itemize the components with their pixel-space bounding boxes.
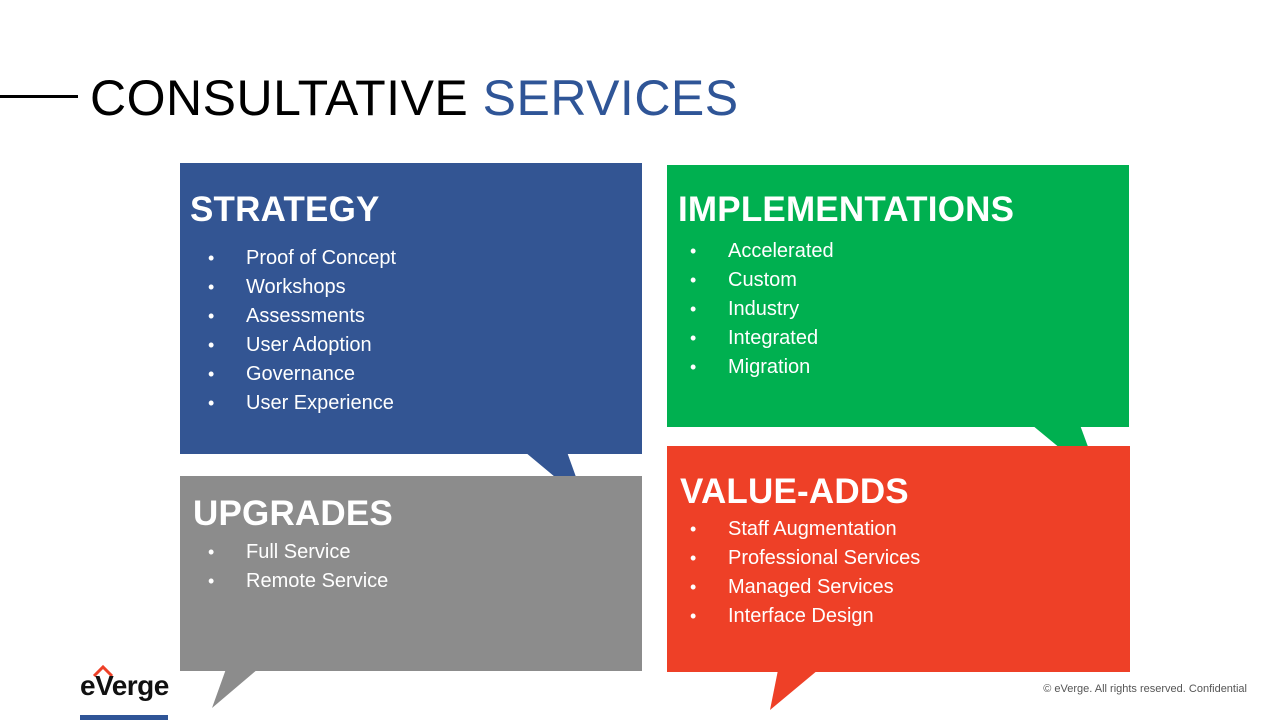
- page-title: CONSULTATIVE SERVICES: [90, 68, 739, 128]
- logo-underline: [80, 715, 168, 720]
- title-part-consultative: CONSULTATIVE: [90, 70, 469, 126]
- list-item: Proof of Concept: [208, 244, 396, 273]
- list-item: Remote Service: [208, 567, 388, 596]
- upgrades-bubble-tail: [212, 669, 258, 708]
- company-logo: eVerge: [80, 664, 176, 720]
- upgrades-list: Full Service Remote Service: [208, 538, 388, 596]
- logo-chevron-icon: [92, 664, 114, 678]
- copyright-footer: © eVerge. All rights reserved. Confident…: [1043, 683, 1247, 695]
- implementations-heading: IMPLEMENTATIONS: [678, 190, 1015, 229]
- list-item: User Experience: [208, 389, 396, 418]
- implementations-list: Accelerated Custom Industry Integrated M…: [690, 237, 834, 382]
- upgrades-heading: UPGRADES: [193, 494, 393, 533]
- list-item: Accelerated: [690, 237, 834, 266]
- list-item: Workshops: [208, 273, 396, 302]
- list-item: Interface Design: [690, 602, 920, 631]
- list-item: Governance: [208, 360, 396, 389]
- value-adds-heading: VALUE-ADDS: [680, 472, 909, 511]
- value-adds-box: VALUE-ADDS Staff Augmentation Profession…: [667, 446, 1130, 672]
- strategy-box: STRATEGY Proof of Concept Workshops Asse…: [180, 163, 642, 454]
- implementations-box: IMPLEMENTATIONS Accelerated Custom Indus…: [667, 165, 1129, 427]
- list-item: Managed Services: [690, 573, 920, 602]
- list-item: Professional Services: [690, 544, 920, 573]
- logo-wordmark: eVerge: [80, 670, 169, 701]
- strategy-list: Proof of Concept Workshops Assessments U…: [208, 244, 396, 418]
- list-item: User Adoption: [208, 331, 396, 360]
- list-item: Migration: [690, 353, 834, 382]
- strategy-heading: STRATEGY: [190, 190, 380, 229]
- list-item: Custom: [690, 266, 834, 295]
- list-item: Assessments: [208, 302, 396, 331]
- title-part-services: SERVICES: [482, 70, 739, 126]
- value-adds-list: Staff Augmentation Professional Services…: [690, 515, 920, 631]
- upgrades-box: UPGRADES Full Service Remote Service: [180, 476, 642, 671]
- list-item: Full Service: [208, 538, 388, 567]
- title-rule: [0, 95, 78, 98]
- value-adds-bubble-tail: [770, 670, 818, 710]
- list-item: Industry: [690, 295, 834, 324]
- list-item: Integrated: [690, 324, 834, 353]
- list-item: Staff Augmentation: [690, 515, 920, 544]
